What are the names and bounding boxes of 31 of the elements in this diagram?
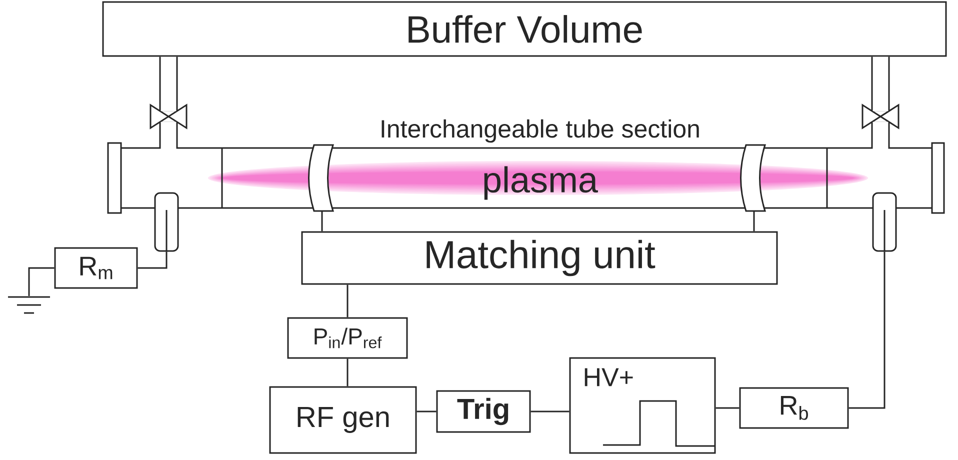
gas-pipe (159, 56, 178, 112)
gas-pipe (159, 122, 178, 148)
plasma-column: plasma (208, 161, 868, 200)
valve-symbol (150, 104, 188, 130)
connector-line (530, 410, 570, 412)
gas-pipe (871, 56, 890, 112)
coupling-ring (308, 144, 334, 212)
generator-box: RF gen (269, 386, 417, 454)
connector-line (848, 252, 886, 409)
unit-box: Matching unit (301, 231, 778, 285)
probe (872, 192, 897, 252)
connector-line (138, 252, 168, 269)
connector-line (346, 358, 348, 386)
resistor-box: R$_{m}$ (54, 247, 138, 289)
section-label: Interchangeable tube section (382, 119, 699, 143)
meter-box: P$_{in}$/P$_{ref}$ (287, 317, 408, 359)
connector-line (416, 410, 436, 412)
probe (154, 192, 179, 252)
ground-symbol (7, 296, 51, 314)
resistor-box: R$_{b}$ (739, 387, 849, 429)
connector-line (753, 211, 755, 232)
connector-line (321, 211, 323, 232)
trigger-box: Trig (436, 390, 531, 433)
valve-symbol (862, 104, 900, 130)
buffer-box: Buffer Volume (102, 1, 947, 57)
connector-line (28, 267, 54, 296)
pulser-box: HV+ (569, 357, 716, 454)
connector-line (716, 407, 740, 409)
coupling-ring (740, 144, 766, 212)
gas-pipe (871, 122, 890, 148)
connector-line (346, 284, 348, 318)
